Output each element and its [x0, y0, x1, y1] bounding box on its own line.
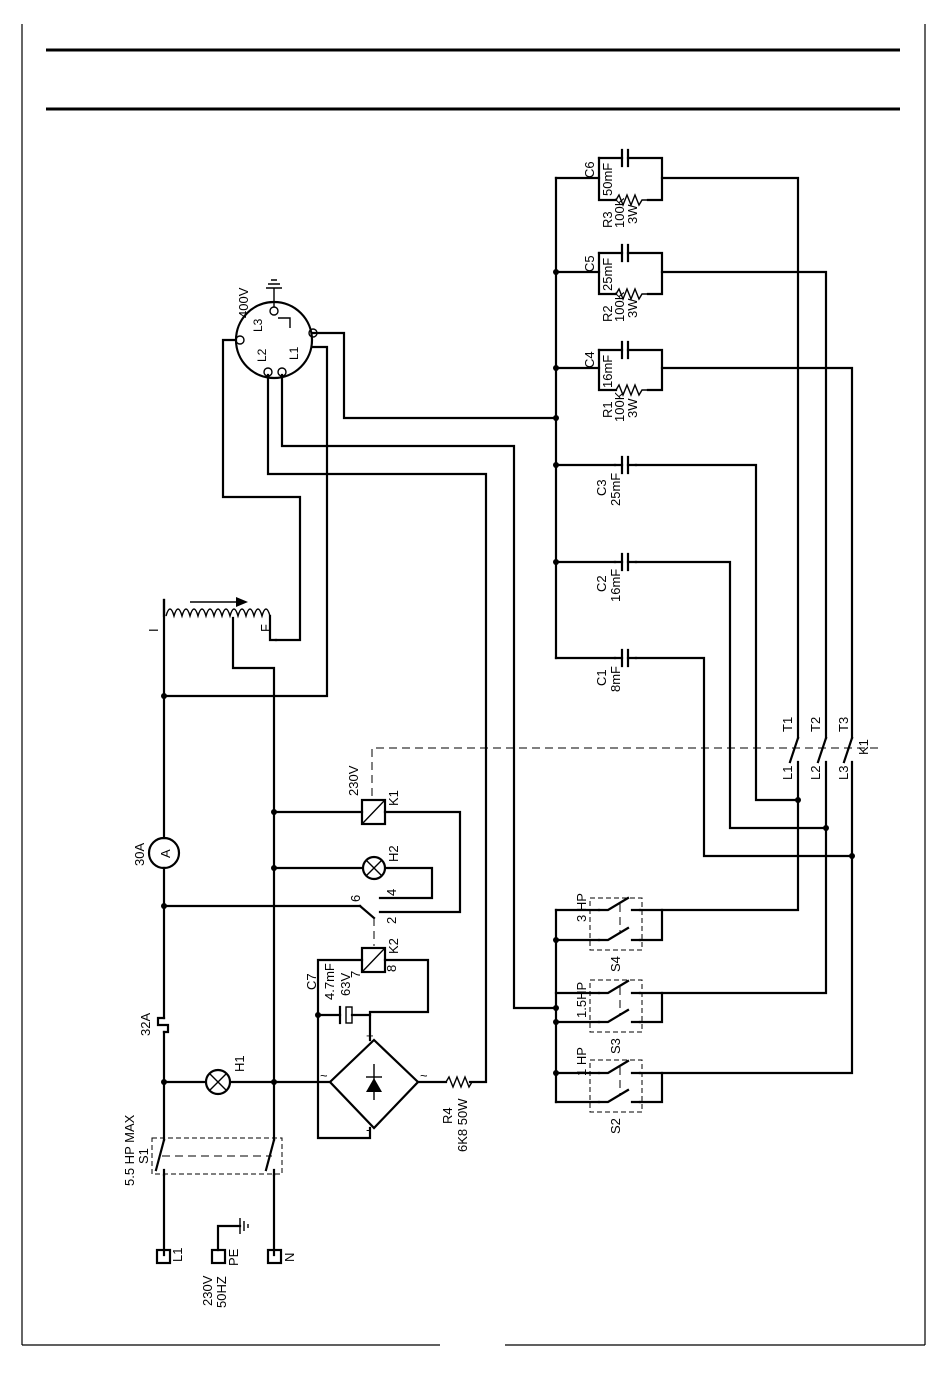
r1-power: 3W [625, 398, 640, 418]
k1-coil-voltage: 230V [346, 765, 361, 796]
rectifier-ac-left: ~ [320, 1068, 328, 1083]
s1-label: 5.5 HP MAX [122, 1114, 137, 1186]
k2-pin-8: 8 [384, 965, 399, 972]
supply-frequency: 50HZ [214, 1276, 229, 1308]
main-switch-s1: 5.5 HP MAX S1 [122, 1114, 282, 1186]
s2-name: S2 [608, 1118, 623, 1134]
breaker-rating: 32A [138, 1013, 153, 1036]
capacitor-c5: C5 25mF R2 100K 3W [582, 245, 662, 322]
s3-name: S3 [608, 1038, 623, 1054]
contactor-name: K1 [856, 739, 871, 755]
c7-voltage: 63V [338, 973, 353, 996]
c2-value: 16mF [608, 569, 623, 602]
r2-power: 3W [625, 298, 640, 318]
outlet-pin-l1: L1 [287, 346, 301, 360]
s3-label: 1.5HP [574, 982, 589, 1018]
capacitor-c4: C4 16mF R1 100K 3W [582, 342, 662, 422]
capacitor-c1: C1 8mF [594, 650, 636, 692]
terminal-pe: PE [226, 1248, 241, 1266]
autotransformer: I F [146, 597, 276, 640]
r4-value: 6K8 50W [455, 1098, 470, 1152]
c5-value: 25mF [600, 258, 615, 291]
outlet-400v: 400V L3 L2 L1 [236, 280, 317, 378]
contact-l2: L2 [808, 766, 823, 780]
outlet-voltage: 400V [236, 287, 251, 318]
ammeter-rating: 30A [132, 843, 147, 866]
terminal-l1: L1 [170, 1248, 185, 1262]
lamp-h1: H1 [206, 1055, 247, 1094]
rectifier-ac-right: ~ [420, 1068, 428, 1083]
c2-name: C2 [594, 575, 609, 592]
page-frame [22, 24, 925, 1345]
transformer-out-label: F [258, 624, 273, 632]
s1-name: S1 [136, 1148, 151, 1164]
k2-pin-2: 2 [384, 917, 399, 924]
switch-s2: 1 HP S2 [574, 1047, 642, 1134]
k1-coil-name: K1 [386, 790, 401, 806]
lamp-h2: H2 4 [363, 845, 401, 896]
c3-value: 25mF [608, 473, 623, 506]
k2-name: K2 [386, 938, 401, 954]
c4-name: C4 [582, 351, 597, 368]
c6-name: C6 [582, 161, 597, 178]
transformer-in-label: I [146, 628, 161, 632]
s4-name: S4 [608, 956, 623, 972]
k2-pin-6: 6 [348, 895, 363, 902]
terminals: L1 PE N 230V 50HZ [157, 1218, 297, 1308]
contactor-k1: T1 T2 T3 L1 L2 L3 K1 230V K1 [346, 717, 882, 824]
relay-k2: 6 2 K2 7 8 [348, 895, 401, 978]
c1-value: 8mF [608, 666, 623, 692]
c4-value: 16mF [600, 355, 615, 388]
ammeter: A 30A [132, 838, 179, 868]
outlet-pin-l3: L3 [251, 318, 265, 332]
supply-voltage: 230V [200, 1275, 215, 1306]
contact-l3: L3 [836, 766, 851, 780]
contact-t2: T2 [808, 717, 823, 732]
rectifier-plus: + [366, 1028, 374, 1043]
s2-label: 1 HP [574, 1047, 589, 1076]
h2-name: H2 [386, 845, 401, 862]
terminal-n: N [282, 1253, 297, 1262]
wires [164, 178, 852, 1255]
contact-l1: L1 [780, 766, 795, 780]
rectifier-minus: - [366, 1122, 370, 1137]
ammeter-symbol: A [158, 849, 173, 858]
bridge-rectifier: + - ~ ~ [320, 1028, 428, 1137]
c1-name: C1 [594, 669, 609, 686]
contact-t1: T1 [780, 717, 795, 732]
resistor-r4: R4 6K8 50W [440, 1077, 472, 1152]
h1-name: H1 [232, 1055, 247, 1072]
c7-name: C7 [304, 973, 319, 990]
switch-s4: 3 HP S4 [574, 893, 642, 972]
c5-name: C5 [582, 255, 597, 272]
r4-name: R4 [440, 1107, 455, 1124]
capacitor-c6: C6 50mF R3 100K 3W [582, 150, 662, 228]
contact-t3: T3 [836, 717, 851, 732]
s4-label: 3 HP [574, 893, 589, 922]
c6-value: 50mF [600, 163, 615, 196]
c3-name: C3 [594, 479, 609, 496]
junction-dots [161, 269, 855, 1085]
switch-s3: 1.5HP S3 [574, 980, 642, 1054]
k2-pin-4: 4 [384, 889, 399, 896]
c7-value: 4.7mF [322, 963, 337, 1000]
r3-power: 3W [625, 204, 640, 224]
outlet-pin-l2: L2 [255, 348, 269, 362]
